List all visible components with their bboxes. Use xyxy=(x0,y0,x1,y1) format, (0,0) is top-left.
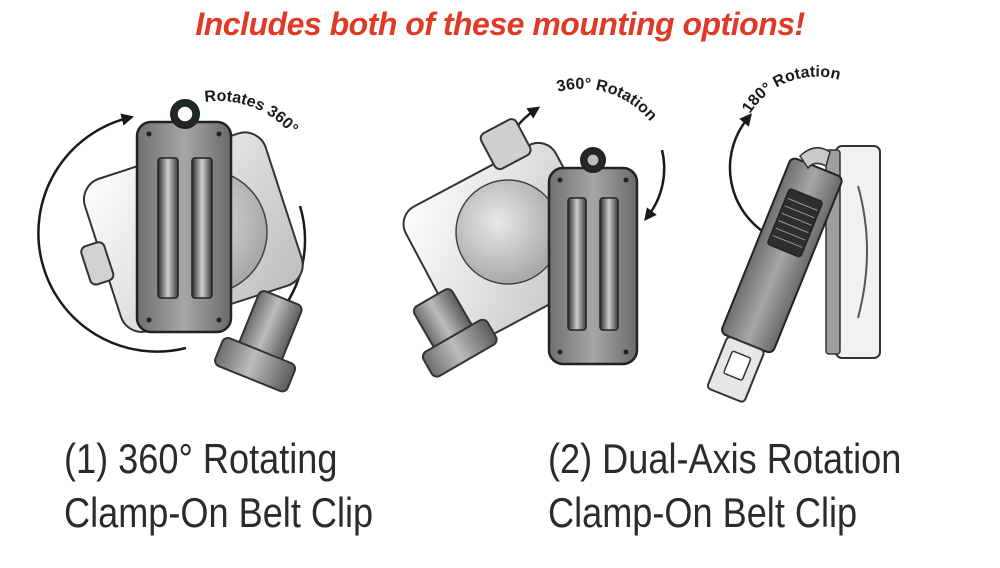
option2-caption: (2) Dual-Axis Rotation Clamp-On Belt Cli… xyxy=(548,432,901,540)
rotation-arrow-icon xyxy=(37,113,187,353)
option1-caption-line1: (1) 360° Rotating xyxy=(64,435,338,482)
rotation-arrow-icon xyxy=(728,113,771,238)
clip-dual-axis-front-illustration: 360° Rotation xyxy=(402,76,666,378)
option2-caption-line2: Clamp-On Belt Clip xyxy=(548,489,858,536)
option2-caption-line1: (2) Dual-Axis Rotation xyxy=(548,435,902,482)
rotation-label: 360° Rotation xyxy=(555,76,660,125)
clip-360-illustration: Rotates 360° xyxy=(37,88,307,393)
rotation-label: 180° Rotation xyxy=(739,64,842,117)
headline: Includes both of these mounting options! xyxy=(195,6,805,42)
mounting-options-illustration: Rotates 360° 360° Rotation xyxy=(37,64,881,403)
option1-caption-line2: Clamp-On Belt Clip xyxy=(64,489,374,536)
option1-caption: (1) 360° Rotating Clamp-On Belt Clip xyxy=(64,432,373,540)
clip-dual-axis-side-illustration: 180° Rotation xyxy=(706,64,881,403)
rotation-arrow-icon xyxy=(644,149,666,221)
